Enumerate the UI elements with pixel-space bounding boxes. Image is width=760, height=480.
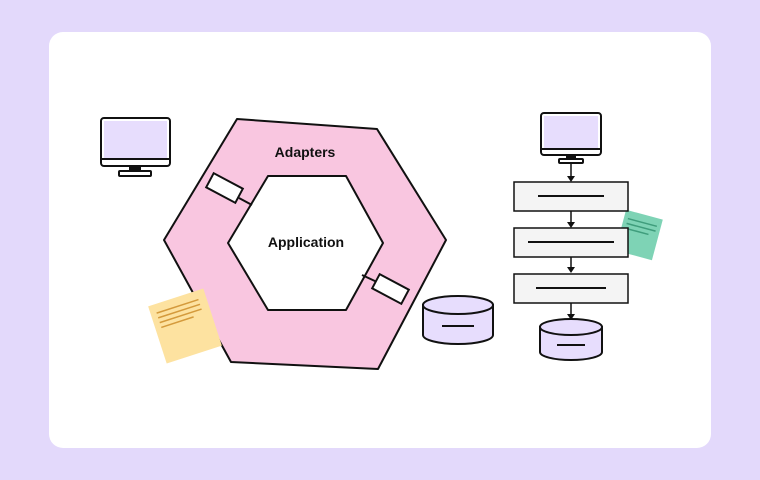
monitor-icon bbox=[540, 112, 602, 164]
application-label: Application bbox=[268, 234, 344, 250]
process-box bbox=[513, 273, 629, 304]
process-box bbox=[513, 227, 629, 258]
port-bottom-right bbox=[361, 272, 411, 306]
process-box bbox=[513, 181, 629, 212]
flow-arrows bbox=[567, 163, 575, 320]
port-top-left bbox=[204, 171, 253, 206]
adapters-label: Adapters bbox=[275, 144, 336, 160]
application-hexagon bbox=[227, 175, 384, 311]
monitor-icon bbox=[100, 117, 171, 177]
database-icon bbox=[539, 318, 603, 361]
database-icon bbox=[422, 295, 494, 345]
sticky-note-icon bbox=[148, 288, 222, 364]
